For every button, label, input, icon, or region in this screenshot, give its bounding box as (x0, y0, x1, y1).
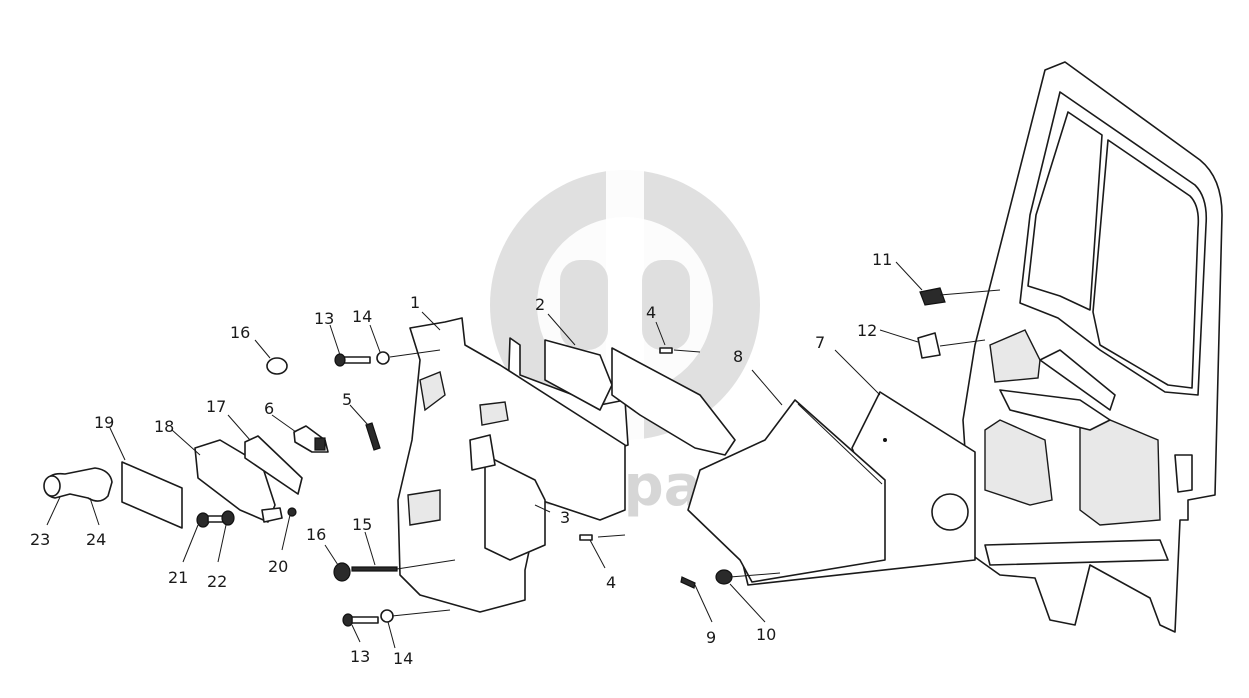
callout-10: 10 (756, 625, 776, 644)
grommet-part-10 (715, 569, 733, 585)
bumper-part-16-bottom (333, 562, 351, 582)
rod-part-15 (351, 566, 398, 572)
door-frame-part (962, 61, 1223, 633)
bolt-part-21-22 (196, 510, 235, 528)
callout-24: 24 (86, 530, 106, 549)
callout-14-bottom: 14 (393, 649, 413, 668)
screw-part-4-lower (579, 534, 593, 541)
callout-11: 11 (872, 250, 892, 269)
washer-part-14-top (376, 351, 390, 365)
callout-20: 20 (268, 557, 288, 576)
callout-labels: 1 2 3 4 4 5 6 7 8 9 10 11 12 13 13 14 14… (30, 250, 892, 668)
callout-1: 1 (410, 293, 420, 312)
callout-15: 15 (352, 515, 372, 534)
callout-16-bottom: 16 (306, 525, 326, 544)
screw-part-13-top (334, 353, 371, 367)
callout-7: 7 (815, 333, 825, 352)
callout-4-lower: 4 (606, 573, 616, 592)
screw-part-13-bottom (342, 613, 379, 627)
callout-16-top: 16 (230, 323, 250, 342)
callout-3: 3 (560, 508, 570, 527)
plate-part-17 (244, 435, 303, 495)
cover-plate-part-19 (121, 461, 183, 529)
screw-part-4-upper (659, 347, 673, 354)
bumper-part-16-top (266, 357, 288, 375)
clip-part-11 (919, 287, 946, 306)
upper-bracket-part (611, 347, 736, 456)
callout-19: 19 (94, 413, 114, 432)
callout-6: 6 (264, 399, 274, 418)
callout-21: 21 (168, 568, 188, 587)
trim-panel-part (397, 317, 626, 613)
callout-8: 8 (733, 347, 743, 366)
pin-part-5 (365, 422, 381, 451)
callout-9: 9 (706, 628, 716, 647)
nut-part-20 (287, 507, 297, 517)
insulation-panel-part (687, 399, 886, 583)
callout-4-upper: 4 (646, 303, 656, 322)
lock-part-6 (293, 425, 329, 453)
callout-18: 18 (154, 417, 174, 436)
handle-part-23-24 (43, 467, 113, 502)
callout-22: 22 (207, 572, 227, 591)
callout-12: 12 (857, 321, 877, 340)
callout-23: 23 (30, 530, 50, 549)
washer-part-14-bottom (380, 609, 394, 623)
callout-5: 5 (342, 390, 352, 409)
bracket-part-18 (194, 439, 283, 523)
callout-17: 17 (206, 397, 226, 416)
clip-part-9 (680, 576, 696, 589)
callout-2: 2 (535, 295, 545, 314)
leader-lines (46, 261, 1001, 649)
callout-14-top: 14 (352, 307, 372, 326)
callout-13-top: 13 (314, 309, 334, 328)
clip-part-12 (917, 332, 941, 359)
callout-13-bottom: 13 (350, 647, 370, 666)
